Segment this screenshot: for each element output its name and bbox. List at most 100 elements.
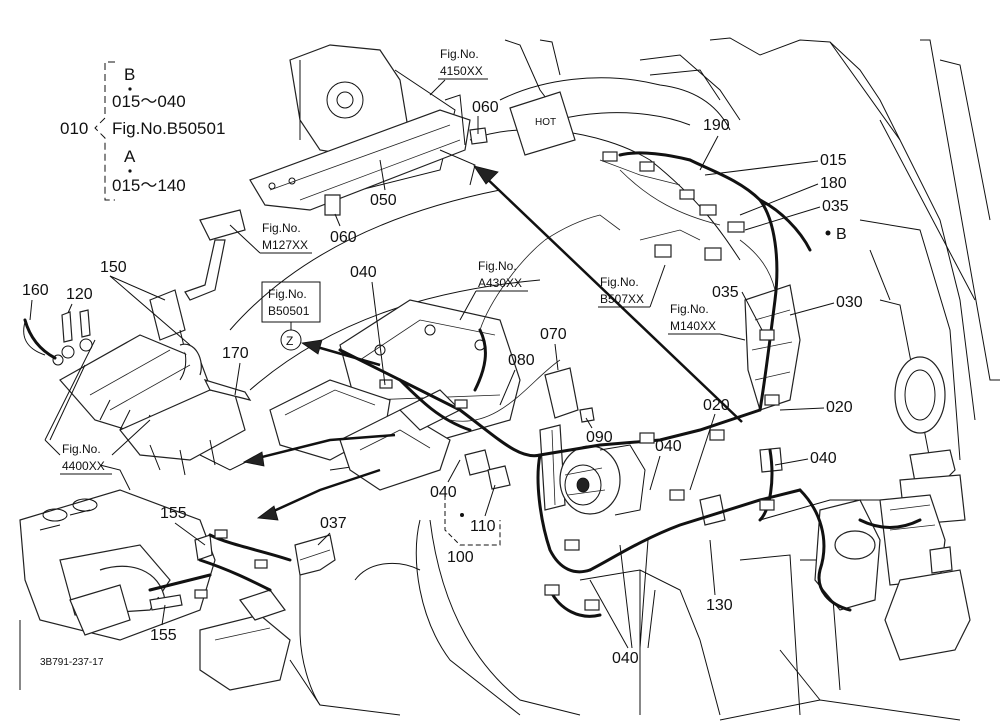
part-number: 190 (703, 117, 730, 134)
part-number: 180 (820, 175, 847, 192)
part-number: 170 (222, 345, 249, 362)
callout-090: 090 (585, 417, 613, 446)
part-number: 120 (66, 286, 93, 303)
figure-ref-m140xx: Fig.No. M140XX (668, 302, 746, 341)
part-number: 060 (472, 99, 499, 116)
callout-015: 015 (704, 152, 847, 176)
callout-080: 080 (499, 352, 535, 406)
callout-150: 150 (100, 259, 191, 346)
figure-ref-label: Fig.No. (62, 442, 101, 456)
left-tray-assembly (23, 289, 252, 491)
part-number: 020 (703, 397, 730, 414)
callout-050: 050 (370, 159, 397, 209)
legend-dot-1 (128, 87, 132, 91)
figure-ref-number: 4150XX (440, 64, 483, 78)
callout-120: 120 (66, 286, 93, 314)
callout-035-mid: 035 (712, 284, 763, 331)
part-number: 040 (655, 438, 682, 455)
part-number: 160 (22, 282, 49, 299)
part-number: 080 (508, 352, 535, 369)
callout-070: 070 (540, 326, 567, 371)
view-marker-z: Z (286, 334, 293, 348)
part-number: 030 (836, 294, 863, 311)
callout-190: 190 (699, 117, 730, 171)
legend-line-4: A (124, 147, 136, 166)
legend-line-5: 015～140 (112, 176, 186, 195)
figure-ref-4150xx: Fig.No. 4150XX (429, 47, 488, 96)
part-number: 090 (586, 429, 613, 446)
right-components (699, 284, 971, 661)
wire-harness (148, 151, 922, 618)
part-number: 040 (612, 650, 639, 667)
part-number: 040 (350, 264, 377, 281)
callout-040-right: 040 (774, 450, 837, 467)
callout-155-top: 155 (160, 505, 206, 546)
callout-060-left: 060 (330, 213, 357, 246)
figure-ref-number: B50501 (268, 304, 310, 318)
figure-ref-a430xx: Fig.No. A430XX (459, 259, 528, 321)
callout-030: 030 (789, 294, 863, 316)
part-number: 155 (150, 627, 177, 644)
tank-hot-label: HOT (535, 117, 556, 128)
figure-ref-4400xx: Fig.No. 4400XX (44, 339, 151, 475)
part-number: 050 (370, 192, 397, 209)
legend-bracket: 010 B 015～040 Fig.No.B50501 A 015～140 (60, 61, 225, 201)
figure-ref-label: Fig.No. (268, 287, 307, 301)
callout-110: 110 (470, 484, 496, 535)
point-b-label: B (836, 226, 847, 243)
figure-ref-label: Fig.No. (478, 259, 517, 273)
part-number: 035 (712, 284, 739, 301)
callout-060-top: 060 (472, 99, 499, 134)
part-number: 155 (160, 505, 187, 522)
figure-ref-number: M127XX (262, 238, 308, 252)
callout-180: 180 (739, 175, 847, 216)
figure-ref-number: 4400XX (62, 459, 105, 473)
part-number: 100 (447, 549, 474, 566)
harness-connectors (194, 151, 780, 611)
callout-155-bottom: 155 (150, 604, 177, 644)
cabin-frame (504, 37, 1000, 461)
point-b-marker: B (825, 226, 847, 243)
center-panel-assembly (269, 299, 595, 511)
part-number: 040 (430, 484, 457, 501)
figure-ref-m127xx: Fig.No. M127XX (229, 221, 312, 254)
callout-020-mid: 020 (689, 397, 730, 491)
direction-arrows (242, 165, 743, 521)
part-number: 037 (320, 515, 347, 532)
callout-170: 170 (222, 345, 249, 396)
figure-ref-label: Fig.No. (262, 221, 301, 235)
callout-040-hood: 040 (430, 459, 461, 501)
callout-130: 130 (706, 539, 733, 614)
legend-line-2: 015～040 (112, 92, 186, 111)
part-number: 035 (822, 198, 849, 215)
part-number: 020 (826, 399, 853, 416)
callout-100: 100 (444, 495, 501, 566)
part-number: 070 (540, 326, 567, 343)
upper-bracket-assembly (184, 44, 488, 301)
tank-and-hood: HOT (469, 54, 741, 261)
figure-ref-b507xx: Fig.No. B507XX (598, 264, 666, 308)
figure-ref-label: Fig.No. (440, 47, 479, 61)
legend-line-3: Fig.No.B50501 (112, 119, 225, 138)
part-number: 015 (820, 152, 847, 169)
part-number: 060 (330, 229, 357, 246)
drawing-code: 3B791-237-17 (40, 657, 104, 668)
control-valve-block (19, 489, 336, 691)
part-number: 110 (470, 518, 496, 535)
figure-ref-number: M140XX (670, 319, 716, 333)
callout-040-bottom: 040 (589, 539, 656, 667)
figure-ref-number: B507XX (600, 292, 644, 306)
figure-ref-number: A430XX (478, 276, 522, 290)
part-number: 130 (706, 597, 733, 614)
callout-040-center: 040 (350, 264, 386, 386)
callout-035-top: 035 (744, 198, 849, 231)
callout-037: 037 (317, 515, 347, 546)
callout-020-right: 020 (779, 399, 853, 416)
figure-ref-b50501-box: Fig.No. B50501 Z (261, 281, 321, 351)
figure-ref-label: Fig.No. (670, 302, 709, 316)
alternator (559, 444, 646, 516)
arrow-head-up (473, 165, 499, 185)
part-number: 150 (100, 259, 127, 276)
